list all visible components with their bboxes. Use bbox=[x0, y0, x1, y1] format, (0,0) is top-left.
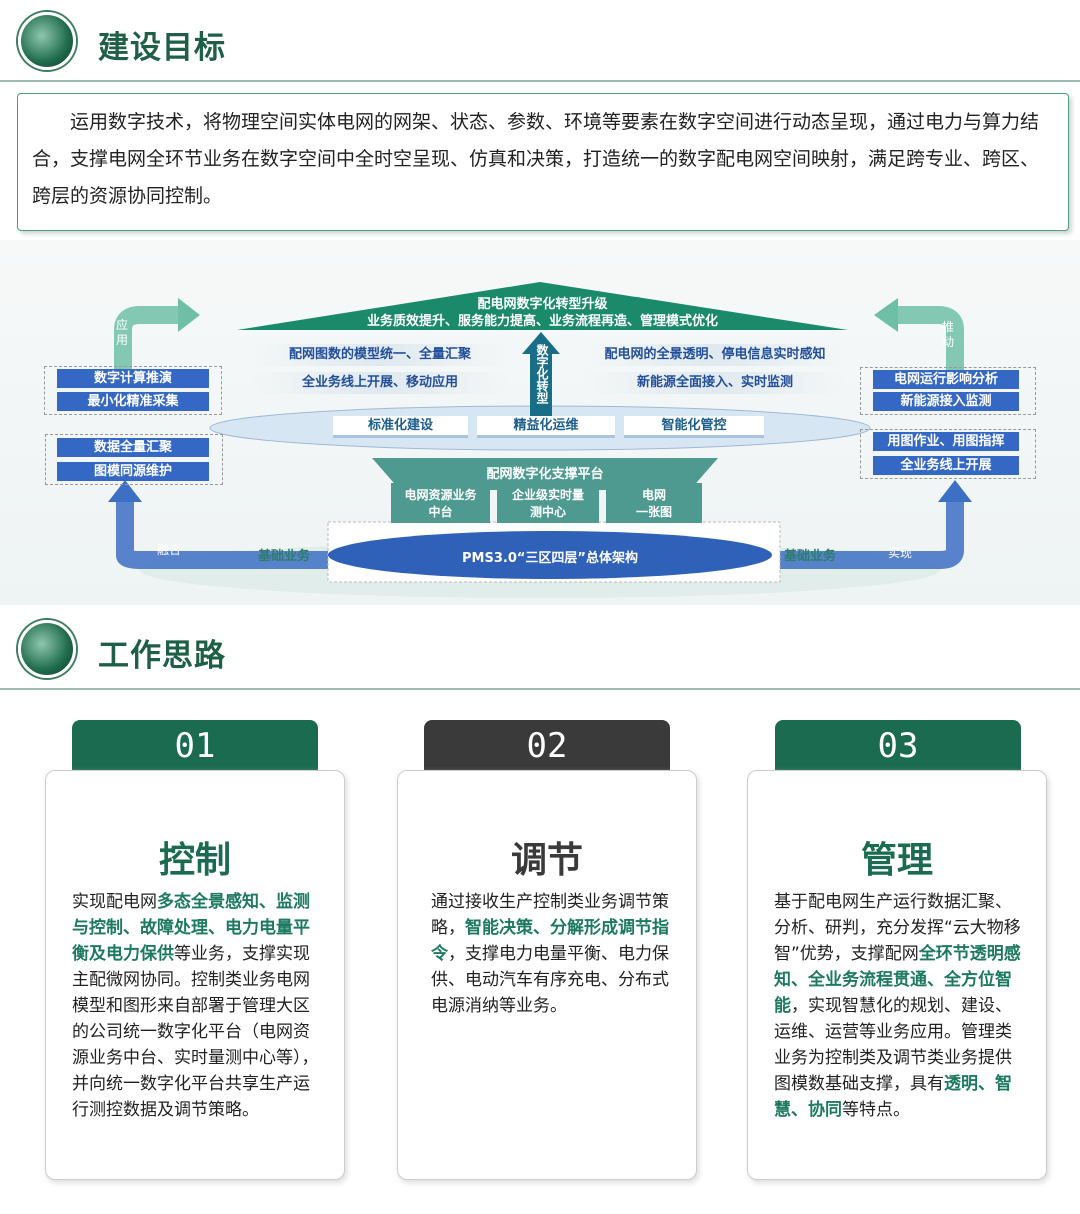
card-2-number: 02 bbox=[424, 720, 670, 772]
card-management: 管理 基于配电网生产运行数据汇聚、分析、研判，充分发挥“云大物移智”优势，支撑配… bbox=[747, 770, 1047, 1180]
card-title: 调节 bbox=[510, 840, 583, 881]
right-group-1-item-1: 电网运行影响分析 bbox=[873, 370, 1019, 389]
highlight-text: 透明、智慧、协同 bbox=[774, 1074, 1012, 1120]
intro-paragraph: 运用数字技术，将物理空间实体电网的网架、状态、参数、环境等要素在数字空间进行动态… bbox=[17, 93, 1069, 231]
right-group-1 bbox=[860, 367, 1036, 415]
card-1-number: 01 bbox=[72, 720, 318, 772]
right-group-2-item-1: 用图作业、用图指挥 bbox=[873, 432, 1019, 451]
body-text: ，实现智慧化的规划、建设、运维、运营等业务应用。管理类业务为控制类及调节类业务提… bbox=[774, 996, 1012, 1094]
body-text: ，支撑电力电量平衡、电力保供、电动汽车有序充电、分布式电源消纳等业务。 bbox=[431, 944, 669, 1016]
base-right-label: 基础业务 bbox=[784, 549, 837, 564]
feature-left-2: 全业务线上开展、移动应用 bbox=[250, 372, 510, 394]
platform-item-2: 企业级实时量 测中心 bbox=[497, 483, 599, 523]
roof-title: 配电网数字化转型升级 bbox=[477, 297, 608, 312]
highlight-text: 全环节透明感知、全业务流程贯通、全方位智能 bbox=[774, 944, 1021, 1016]
feature-left-1: 配网图数的模型统一、全量汇聚 bbox=[250, 344, 510, 366]
card-title: 控制 bbox=[158, 840, 231, 881]
body-text: 等业务，支撑实现主配微网协同。控制类业务电网模型和图形来自部署于管理大区的公司统… bbox=[72, 944, 319, 1120]
right-bottom-arrow bbox=[780, 502, 964, 569]
highlight-text: 多态全景感知、监测与控制、故障处理、电力电量平衡及电力保供 bbox=[72, 892, 310, 964]
section-header-approach: 工作思路 bbox=[0, 608, 1080, 690]
state-grid-logo bbox=[18, 620, 76, 678]
left-bottom-arrow-label: 融合 bbox=[157, 543, 182, 557]
right-group-2-item-2: 全业务线上开展 bbox=[873, 456, 1019, 475]
left-group-2 bbox=[45, 434, 223, 485]
right-bottom-arrow-label: 实现 bbox=[888, 546, 913, 560]
transform-arrow-label: 数字化转型 bbox=[535, 344, 549, 404]
platform-item-1: 电网资源业务 中台 bbox=[391, 483, 490, 523]
state-grid-logo bbox=[18, 12, 76, 70]
pillar-2: 精益化运维 bbox=[477, 416, 615, 438]
highlight-text: 智能决策、分解形成调节指令 bbox=[431, 918, 669, 964]
platform-item-3: 电网 一张图 bbox=[606, 483, 702, 523]
pillar-3: 智能化管控 bbox=[624, 416, 764, 438]
body-text: 通过接收生产控制类业务调节策略， bbox=[431, 892, 669, 938]
base-architecture: PMS3.0“三区四层”总体架构 bbox=[462, 551, 638, 566]
transform-arrow-shaft bbox=[530, 352, 552, 420]
card-title: 管理 bbox=[860, 840, 933, 881]
pillar-1: 标准化建设 bbox=[333, 416, 468, 438]
card-3-number: 03 bbox=[775, 720, 1021, 772]
body-text: 基于配电网生产运行数据汇聚、分析、研判，充分发挥“云大物移智”优势，支撑配网 bbox=[774, 892, 1021, 964]
roof bbox=[237, 282, 848, 330]
divider bbox=[0, 688, 1080, 690]
right-top-arrow bbox=[898, 306, 964, 370]
feature-right-2: 新能源全面接入、实时监测 bbox=[585, 372, 845, 394]
section-title: 建设目标 bbox=[98, 30, 226, 66]
card-body: 实现配电网多态全景感知、监测与控制、故障处理、电力电量平衡及电力保供等业务，支撑… bbox=[72, 889, 322, 1123]
left-group-1 bbox=[44, 366, 222, 415]
right-group-2 bbox=[860, 429, 1036, 479]
left-top-arrow bbox=[114, 306, 178, 370]
left-group-1-item-2: 最小化精准采集 bbox=[57, 392, 209, 411]
section-header-goals: 建设目标 bbox=[0, 0, 1080, 82]
architecture-diagram: 配电网数字化转型升级 业务质效提升、服务能力提高、业务流程再造、管理模式优化 数… bbox=[0, 240, 1080, 605]
left-top-arrow-label: 应用 bbox=[116, 318, 129, 347]
roof-subtitle: 业务质效提升、服务能力提高、业务流程再造、管理模式优化 bbox=[366, 314, 718, 329]
left-bottom-arrow bbox=[116, 500, 330, 569]
roof-text: 配电网数字化转型升级 业务质效提升、服务能力提高、业务流程再造、管理模式优化 bbox=[237, 296, 848, 330]
feature-right-1: 配电网的全景透明、停电信息实时感知 bbox=[585, 344, 845, 366]
card-regulation: 调节 通过接收生产控制类业务调节策略，智能决策、分解形成调节指令，支撑电力电量平… bbox=[397, 770, 697, 1180]
base-ellipse bbox=[328, 531, 772, 579]
card-control: 控制 实现配电网多态全景感知、监测与控制、故障处理、电力电量平衡及电力保供等业务… bbox=[45, 770, 345, 1180]
body-text: 实现配电网 bbox=[72, 892, 157, 912]
platform-title: 配网数字化支撑平台 bbox=[486, 467, 604, 482]
left-group-1-item-1: 数字计算推演 bbox=[57, 369, 209, 388]
right-group-1-item-2: 新能源接入监测 bbox=[873, 392, 1019, 411]
divider bbox=[0, 80, 1080, 82]
card-body: 基于配电网生产运行数据汇聚、分析、研判，充分发挥“云大物移智”优势，支撑配网全环… bbox=[774, 889, 1024, 1123]
base-left-label: 基础业务 bbox=[258, 549, 311, 564]
left-group-2-item-1: 数据全量汇聚 bbox=[57, 438, 209, 457]
body-text: 等特点。 bbox=[842, 1100, 910, 1120]
right-top-arrow-label: 推动 bbox=[942, 320, 955, 349]
left-group-2-item-2: 图模同源维护 bbox=[57, 462, 209, 481]
card-body: 通过接收生产控制类业务调节策略，智能决策、分解形成调节指令，支撑电力电量平衡、电… bbox=[431, 889, 674, 1019]
platform-funnel bbox=[372, 458, 718, 490]
section-title: 工作思路 bbox=[98, 638, 226, 674]
